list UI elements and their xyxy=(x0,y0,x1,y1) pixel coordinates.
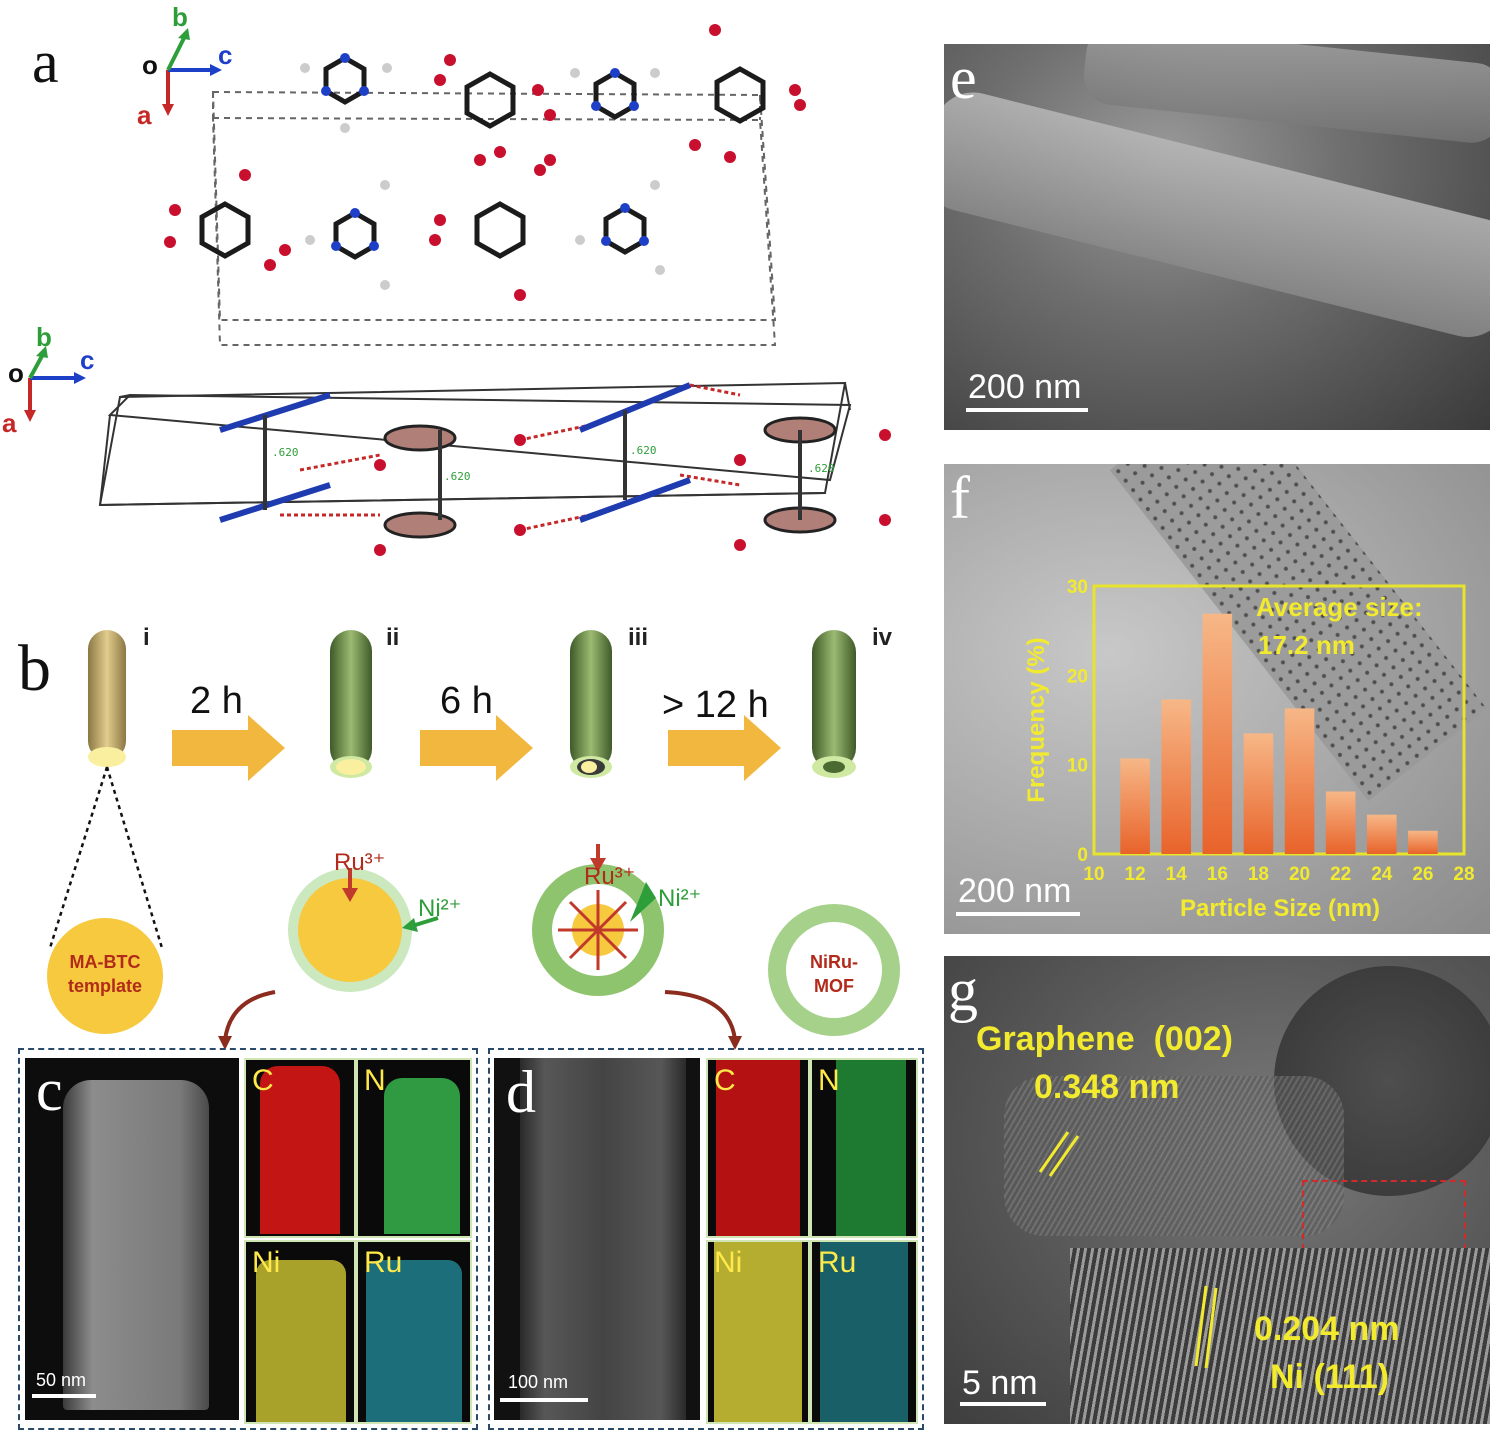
histogram-bar xyxy=(1325,791,1356,854)
stage-iv-label: iv xyxy=(872,624,893,651)
map-element-label: C xyxy=(252,1064,274,1097)
panel-f-label: f xyxy=(950,465,970,531)
histogram-y-axis-title: Frequency (%) xyxy=(1023,637,1050,802)
map-element-label: N xyxy=(364,1064,386,1097)
map-element-label: Ru xyxy=(364,1246,403,1279)
y-tick-label: 30 xyxy=(1067,577,1088,598)
distance-label: .620 xyxy=(272,446,299,459)
histogram-bar xyxy=(1284,708,1315,854)
template-label: MA-BTC template xyxy=(67,952,143,996)
mof-label: NiRu- MOF xyxy=(810,952,858,996)
map-element-label: Ni xyxy=(714,1246,743,1279)
ru-ion-label: Ru³⁺ xyxy=(334,849,386,876)
panel-c-label: c xyxy=(36,1057,63,1123)
map-c-nickel: Ni xyxy=(244,1240,356,1424)
x-tick-label: 22 xyxy=(1330,864,1351,885)
map-element-label: N xyxy=(818,1064,840,1097)
axis-top-o: o xyxy=(142,50,158,80)
scale-bar xyxy=(500,1398,588,1402)
average-size-label: Average size: xyxy=(1256,592,1423,622)
histogram-bar xyxy=(1161,699,1192,854)
scale-label: 100 nm xyxy=(508,1372,569,1392)
stage-iii-label: iii xyxy=(628,624,649,651)
panel-c-frame xyxy=(18,1048,478,1430)
time-label-2h: 2 h xyxy=(190,680,243,722)
distance-label: .620 xyxy=(444,470,471,483)
map-c-ruthenium: Ru xyxy=(356,1240,472,1424)
axis-bottom-a: a xyxy=(2,408,17,438)
x-tick-label: 24 xyxy=(1371,864,1393,885)
x-tick-label: 26 xyxy=(1412,864,1433,885)
x-tick-label: 14 xyxy=(1166,864,1188,885)
panel-e-label: e xyxy=(950,45,977,111)
panel-d-label: d xyxy=(506,1059,536,1125)
average-size-value: 17.2 nm xyxy=(1258,630,1355,660)
histogram-bar xyxy=(1120,758,1150,854)
map-d-nitrogen: N xyxy=(810,1058,918,1238)
ru-ion-label: Ru³⁺ xyxy=(584,863,636,890)
axis-top-c: c xyxy=(218,40,233,70)
axis-bottom-c: c xyxy=(80,345,95,375)
panel-d-frame xyxy=(488,1048,924,1430)
y-tick-label: 20 xyxy=(1067,666,1088,687)
scale-label: 5 nm xyxy=(962,1364,1038,1402)
scale-bar xyxy=(960,1402,1046,1406)
x-tick-label: 18 xyxy=(1248,864,1269,885)
axis-top-a: a xyxy=(137,100,152,130)
x-tick-label: 10 xyxy=(1083,864,1104,885)
map-c-nitrogen: N xyxy=(356,1058,472,1238)
panel-b-label: b xyxy=(18,632,51,705)
histogram-bar xyxy=(1366,814,1397,854)
histogram-frame xyxy=(1092,584,1466,856)
zoom-inset xyxy=(1070,1248,1490,1424)
x-tick-label: 12 xyxy=(1125,864,1146,885)
map-element-label: Ru xyxy=(818,1246,857,1279)
scale-bar xyxy=(966,408,1088,412)
y-tick-label: 0 xyxy=(1077,845,1088,866)
ni-plane-label: Ni (111) xyxy=(1270,1358,1390,1396)
x-tick-label: 20 xyxy=(1289,864,1310,885)
axis-top-b: b xyxy=(172,2,188,32)
panel-c-haadf-image xyxy=(25,1058,239,1420)
map-d-nickel: Ni xyxy=(706,1240,810,1424)
x-tick-label: 28 xyxy=(1453,864,1474,885)
scale-label: 50 nm xyxy=(36,1370,87,1390)
panel-a-crystal-structure xyxy=(24,24,891,556)
stage-ii-label: ii xyxy=(386,624,400,651)
histogram-bar xyxy=(1243,733,1274,854)
time-label-12h: > 12 h xyxy=(662,684,769,726)
ni-ion-label: Ni²⁺ xyxy=(658,885,702,912)
ni-ion-label: Ni²⁺ xyxy=(418,895,462,922)
histogram-bar xyxy=(1202,613,1233,854)
axis-bottom-b: b xyxy=(36,322,52,352)
panel-e-sem-image xyxy=(944,44,1490,430)
time-label-6h: 6 h xyxy=(440,680,493,722)
graphene-spacing-label: 0.348 nm xyxy=(1034,1068,1180,1106)
map-c-carbon: C xyxy=(244,1058,356,1238)
x-tick-label: 16 xyxy=(1207,864,1228,885)
panel-a-label: a xyxy=(32,29,59,95)
distance-label: .620 xyxy=(808,462,835,475)
scale-bar xyxy=(956,912,1080,916)
panel-d-haadf-image xyxy=(494,1058,700,1420)
distance-label: .620 xyxy=(630,444,657,457)
scale-label: 200 nm xyxy=(968,368,1082,406)
map-element-label: C xyxy=(714,1064,736,1097)
lattice-markers xyxy=(1038,1131,1218,1369)
panel-g-label: g xyxy=(948,957,978,1023)
scale-label: 200 nm xyxy=(958,872,1072,910)
histogram-x-axis-title: Particle Size (nm) xyxy=(1180,895,1380,922)
graphene-plane-label: Graphene (002) xyxy=(976,1020,1233,1058)
map-d-carbon: C xyxy=(706,1058,810,1238)
panel-b-schematic xyxy=(47,630,900,1050)
y-tick-label: 10 xyxy=(1067,756,1088,777)
ni-spacing-label: 0.204 nm xyxy=(1254,1310,1400,1348)
scale-bar xyxy=(32,1394,96,1398)
stage-i-label: i xyxy=(143,624,150,651)
map-d-ruthenium: Ru xyxy=(810,1240,918,1424)
histogram-bar xyxy=(1408,830,1438,854)
map-element-label: Ni xyxy=(252,1246,281,1279)
axis-bottom-o: o xyxy=(8,358,24,388)
